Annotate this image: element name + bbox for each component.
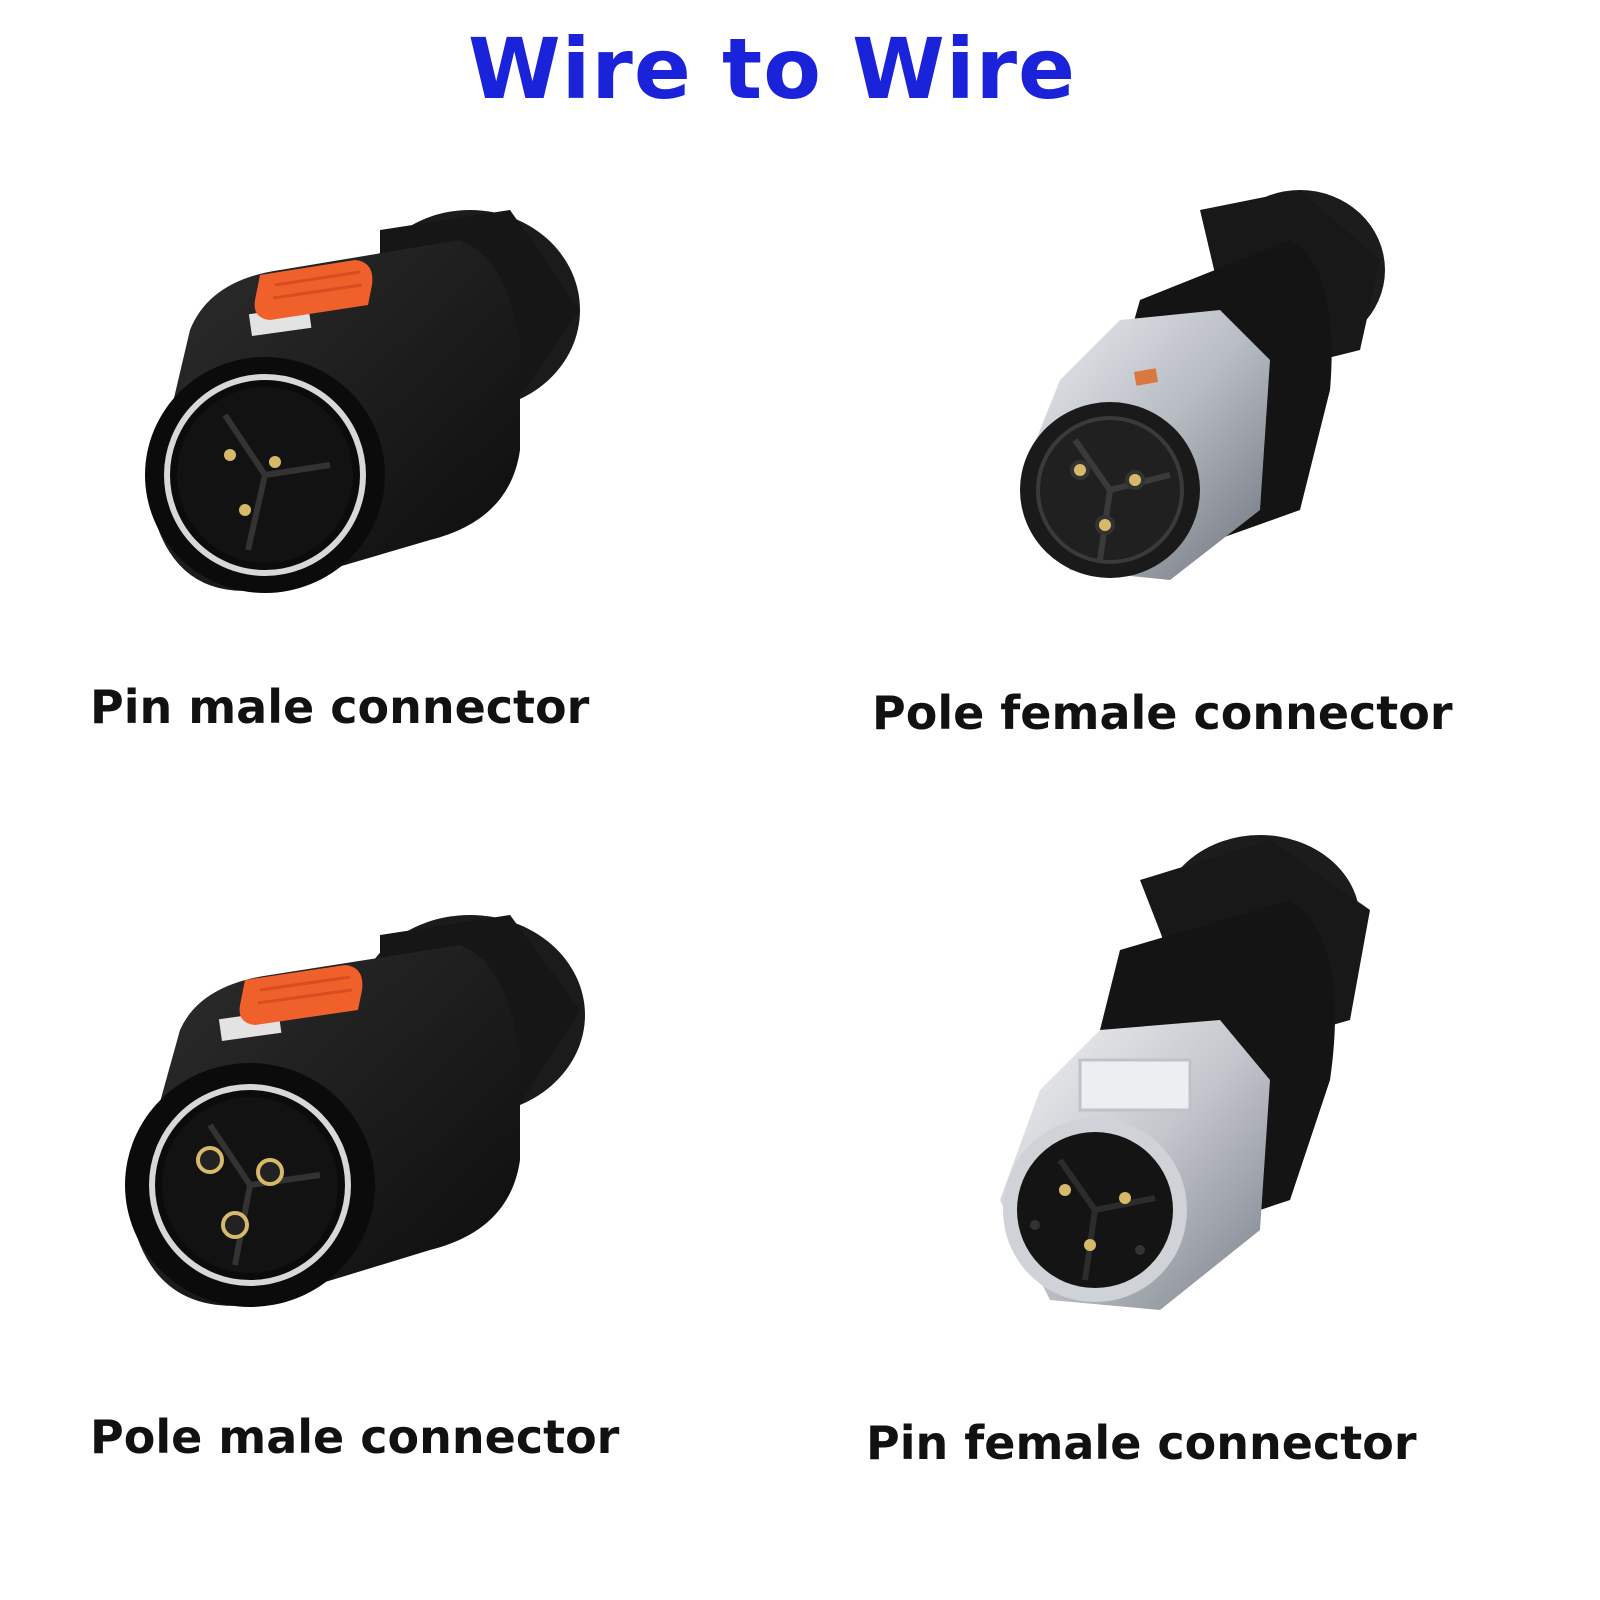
pole-female-connector-label: Pole female connector <box>872 686 1453 740</box>
pole-female-connector-image <box>1000 180 1400 600</box>
pole-male-connector-image <box>110 910 590 1330</box>
pin-female-connector-image <box>990 830 1400 1330</box>
pin-male-connector-image <box>130 200 600 620</box>
pin-female-connector-label: Pin female connector <box>866 1416 1417 1470</box>
pole-male-connector-label: Pole male connector <box>90 1410 620 1464</box>
pin-male-connector-label: Pin male connector <box>90 680 590 734</box>
page-title: Wire to Wire <box>467 20 1077 118</box>
